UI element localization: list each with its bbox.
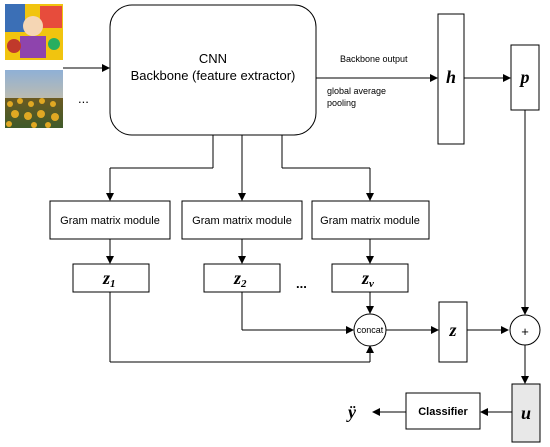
h-vector	[437, 13, 465, 145]
input-image-clown	[5, 4, 63, 60]
classifier-label: Classifier	[418, 406, 468, 418]
u-label: u	[521, 403, 531, 423]
concat-label: concat	[357, 325, 384, 335]
gram-module-2	[181, 200, 303, 240]
z-ellipsis: ...	[296, 276, 307, 291]
p-vector	[510, 44, 540, 111]
gap-label-line1: global average	[327, 86, 386, 96]
z1-label: z1	[102, 268, 116, 290]
gram-module-v-label: Gram matrix module	[320, 215, 420, 227]
gram-module-2-label: Gram matrix module	[192, 215, 292, 227]
p-label: p	[519, 67, 530, 87]
backbone-output-label: Backbone output	[340, 54, 408, 64]
z1-box	[72, 263, 150, 293]
u-vector	[511, 383, 541, 443]
backbone-subtitle: Backbone (feature extractor)	[131, 68, 296, 83]
h-label: h	[446, 67, 456, 87]
input-image-sunflowers	[5, 70, 63, 128]
z-vector	[438, 301, 468, 363]
z2-label: z2	[233, 268, 247, 290]
gram-module-v	[311, 200, 430, 240]
backbone-title: CNN	[199, 51, 227, 66]
gram-module-1	[49, 200, 171, 240]
input-ellipsis: ...	[78, 91, 89, 106]
z-label: z	[448, 320, 456, 340]
zv-label: zv	[361, 268, 374, 290]
gram-module-1-label: Gram matrix module	[60, 215, 160, 227]
z2-box	[203, 263, 281, 293]
y-hat-label: ÿ	[346, 402, 357, 422]
classifier-box	[405, 392, 481, 430]
zv-box	[331, 263, 409, 293]
gap-label-line2: pooling	[327, 98, 356, 108]
plus-label: +	[521, 324, 529, 339]
